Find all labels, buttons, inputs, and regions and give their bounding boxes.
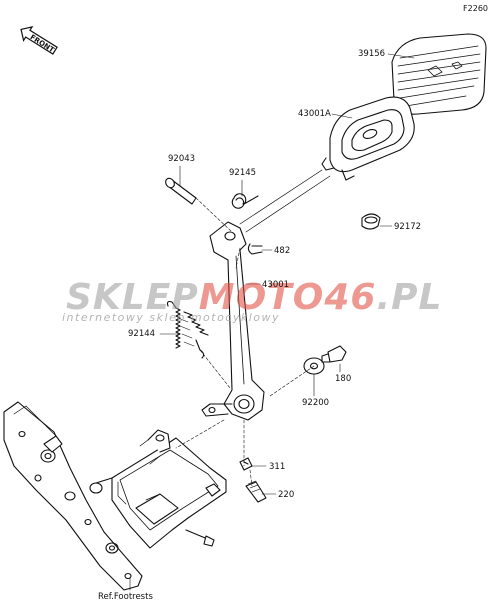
label-39156[interactable]: 39156 — [358, 49, 386, 59]
label-43001a[interactable]: 43001A — [298, 109, 331, 119]
pedal-pad[interactable] — [321, 96, 415, 181]
front-arrow-icon: FRONT — [20, 25, 58, 55]
label-92172[interactable]: 92172 — [394, 222, 422, 232]
diagram-code: F2260 — [463, 4, 488, 13]
brake-pedal-arm[interactable] — [201, 169, 331, 421]
label-43001[interactable]: 43001 — [262, 280, 290, 290]
label-92144[interactable]: 92144 — [128, 329, 156, 339]
label-92145[interactable]: 92145 — [229, 168, 257, 178]
pin[interactable] — [239, 457, 253, 471]
label-311[interactable]: 311 — [269, 462, 286, 472]
label-92200[interactable]: 92200 — [302, 398, 330, 408]
torsion-spring[interactable] — [231, 193, 259, 209]
rubber-damper[interactable] — [361, 213, 381, 230]
watermark-logo: SKLEPMOTO46.PL — [66, 277, 443, 318]
label-482[interactable]: 482 — [274, 246, 291, 256]
label-92043[interactable]: 92043 — [168, 154, 196, 164]
bolt[interactable] — [245, 480, 267, 503]
label-180[interactable]: 180 — [335, 374, 352, 384]
watermark-tagline: internetowy sklep motocyklowy — [62, 311, 281, 324]
pivot-pin[interactable] — [164, 177, 197, 205]
mounting-bracket[interactable] — [111, 429, 227, 549]
leader-lines — [129, 53, 415, 591]
return-spring[interactable] — [166, 300, 209, 359]
flange-bolt[interactable] — [321, 345, 347, 363]
label-ref-footrests[interactable]: Ref.Footrests — [98, 592, 153, 602]
cotter-pin[interactable] — [247, 243, 263, 255]
label-220[interactable]: 220 — [278, 490, 295, 500]
footrest-bracket[interactable] — [3, 401, 143, 591]
